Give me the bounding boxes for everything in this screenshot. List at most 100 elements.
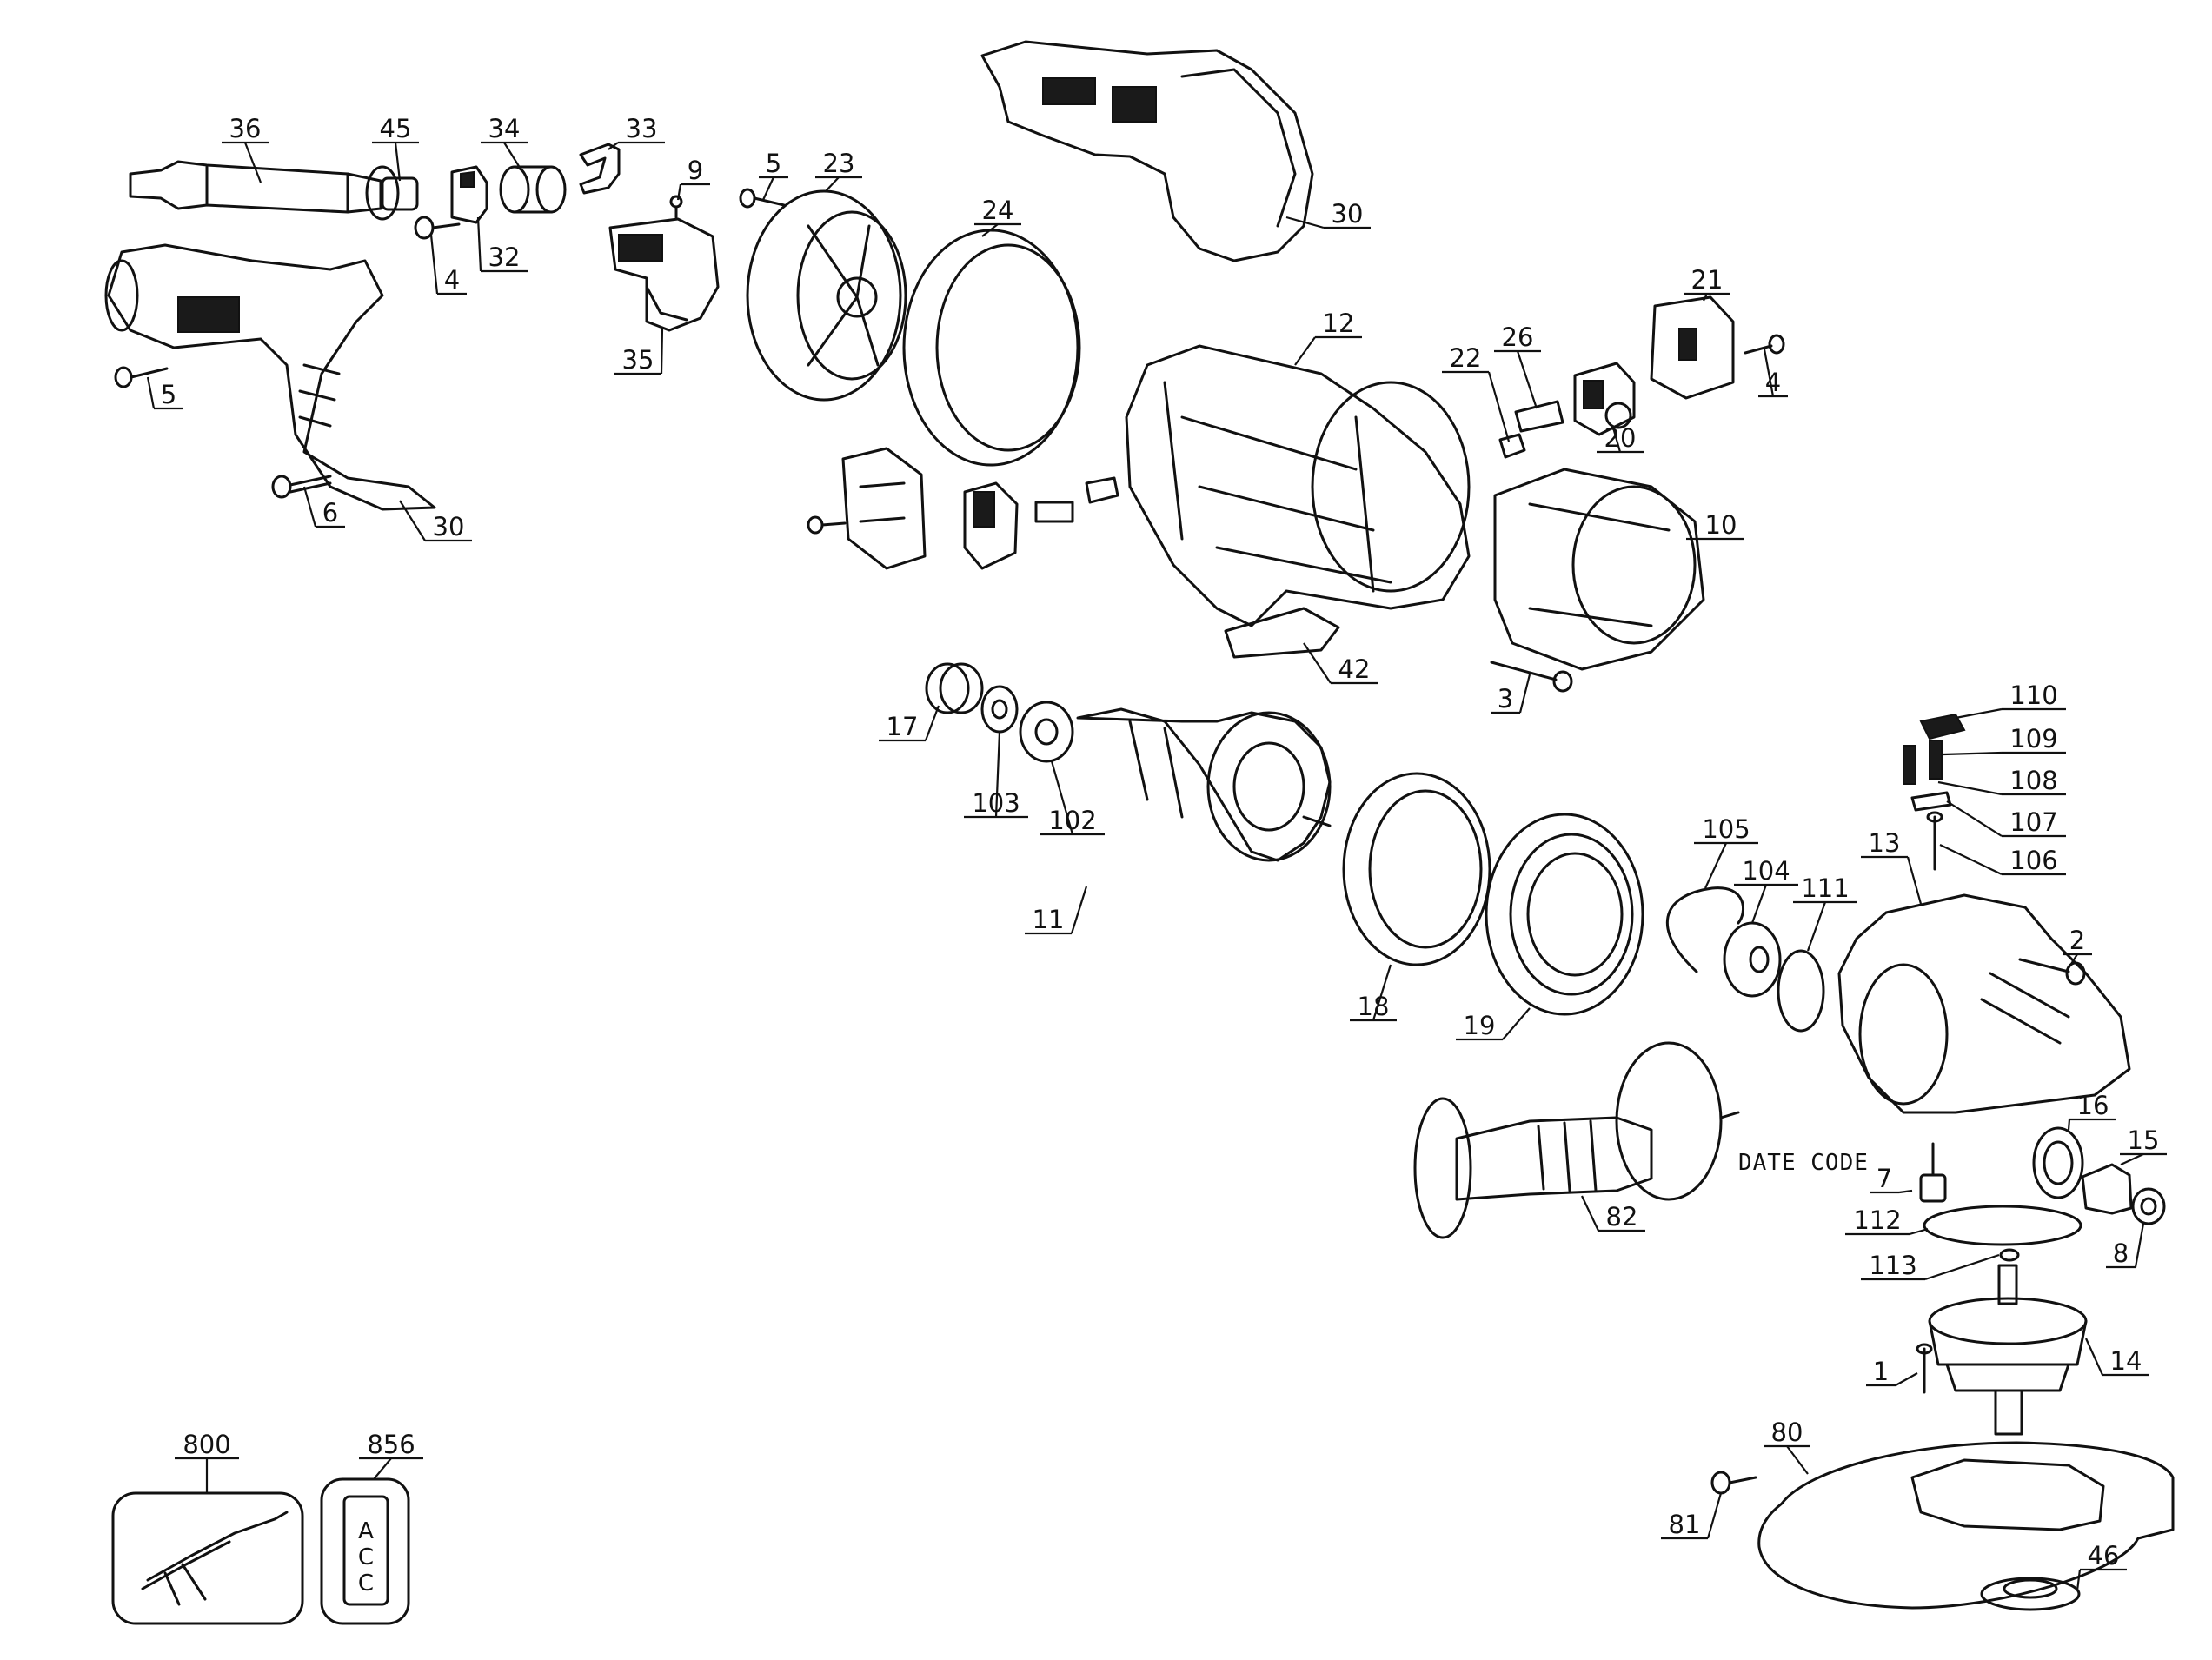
callout-label: 23 [823,149,855,178]
callout-5: 5 [759,149,788,201]
callout-label: 20 [1604,423,1637,453]
callout-18: 18 [1350,964,1397,1022]
part-46-flange [1980,1577,2081,1611]
callout-leader-line [373,1457,392,1480]
callout-23: 23 [815,149,862,192]
part-3-screw [1490,661,1573,693]
callout-5: 5 [146,376,183,410]
callout-15: 15 [2120,1125,2167,1165]
callout-45: 45 [372,114,419,182]
part-23-end-cap [746,189,907,402]
callout-leader-line [1955,707,2003,720]
callout-label: 105 [1702,814,1750,844]
part-brush-cover-left [807,447,927,570]
part-7-screw [1919,1142,1947,1203]
callout-leader-line [1070,886,1088,934]
part-113-washer [1999,1248,2020,1262]
callout-leader-line [1581,1195,1599,1232]
callout-35: 35 [614,328,664,375]
callout-label: 107 [2009,807,2057,837]
part-16-needle-bearing [2032,1126,2084,1199]
callout-80: 80 [1764,1418,1810,1475]
callout-32: 32 [476,216,528,273]
callout-label: 18 [1358,992,1390,1021]
callout-33: 33 [608,114,665,150]
callout-label: 6 [322,498,338,528]
part-18-baffle [1342,772,1491,966]
part-5-screw-upper [739,188,786,209]
callout-label: 108 [2009,766,2057,795]
part-102-bearing [1019,701,1074,763]
callout-34: 34 [481,114,528,171]
part-109-spring [1903,740,1943,785]
callout-111: 111 [1793,873,1857,952]
callout-leader-line [1294,336,1316,366]
callout-label: 45 [380,114,412,143]
callout-label: 80 [1771,1418,1803,1447]
part-8-nut [2131,1187,2166,1225]
callout-3: 3 [1491,674,1531,714]
callout-label: 7 [1877,1164,1892,1193]
callout-46: 46 [2076,1541,2127,1591]
part-45-strain-relief [365,165,419,221]
part-112-gasket [1923,1205,2082,1246]
part-36-cord [129,160,382,214]
callout-leader-line [1703,293,1708,302]
part-19-fan [1485,813,1644,1016]
callout-leader-line [1487,371,1511,442]
callout-label: 32 [488,242,521,272]
callout-leader-line [1946,800,2003,837]
part-800-wrench [111,1491,304,1625]
callout-109: 109 [1943,724,2066,756]
part-13-gear-housing [1837,893,2131,1114]
callout-leader-line [660,328,664,375]
callout-36: 36 [222,114,269,183]
part-42-label [1224,607,1340,659]
callout-label: 5 [161,380,176,409]
callout-30: 30 [1285,199,1371,229]
part-24-baffle-ring [902,229,1081,467]
callout-label: 33 [626,114,658,143]
callout-leader-line [1906,856,1923,905]
callout-label: 9 [688,156,703,185]
part-32-cord-clamp [450,165,488,224]
callout-leader-line [1786,1445,1809,1475]
part-17-bearing-cover [925,662,984,714]
callout-leader-line [1518,674,1531,714]
part-11-armature [1076,707,1332,862]
callout-label: 109 [2009,724,2057,754]
part-33-bracket [579,143,621,195]
callout-leader-line [399,500,426,541]
acc-letter-3: C [358,1570,374,1597]
acc-letter-2: C [358,1544,374,1570]
callout-112: 112 [1845,1205,1929,1236]
callout-7: 7 [1870,1164,1913,1194]
callout-leader-line [1909,1227,1929,1236]
callout-leader-line [2134,1223,2145,1268]
callout-16: 16 [2067,1091,2116,1131]
callout-label: 16 [2077,1091,2109,1120]
callout-leader-line [2120,1153,2144,1165]
callout-label: 800 [183,1430,230,1459]
callout-leader-line [1516,350,1538,409]
callout-leader-line [1285,216,1325,229]
part-111-o-ring [1777,949,1825,1033]
part-103-washer [980,685,1019,734]
callout-label: 5 [766,149,781,178]
callout-856: 856 [359,1430,423,1480]
callout-leader-line [1502,1007,1531,1040]
part-5-screw-lower [114,366,169,388]
callout-19: 19 [1456,1007,1531,1041]
callout-label: 104 [1742,856,1790,886]
callout-leader-line [302,486,317,528]
callout-label: 35 [622,345,654,375]
callout-110: 110 [1955,681,2066,720]
part-104-bearing [1723,921,1782,998]
callout-label: 24 [982,196,1014,225]
part-22-brush-spring [1498,433,1526,459]
callout-leader-line [2076,1569,2082,1591]
callout-label: 106 [2009,846,2057,875]
part-107-washer [1910,791,1952,812]
